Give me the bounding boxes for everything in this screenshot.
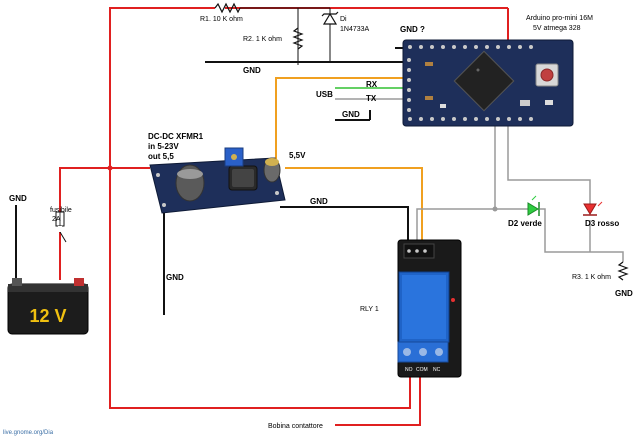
wire-orange-relay — [285, 167, 423, 245]
gnd-relay-label: GND — [310, 197, 328, 206]
wire-orange-vcc — [275, 77, 405, 162]
wire-gray-d2 — [494, 125, 528, 210]
battery-terminal-neg — [12, 278, 22, 286]
d3-label: D3 rosso — [585, 219, 619, 228]
junction-gray — [492, 206, 498, 212]
wire-red-battery — [59, 167, 150, 280]
relay-label: RLY 1 — [360, 306, 379, 313]
battery-voltage: 12 V — [29, 306, 66, 326]
wire-gray-d3 — [507, 125, 591, 204]
relay-header — [403, 243, 435, 259]
fuse-label-line2: 2A — [52, 216, 61, 223]
dia-watermark[interactable]: live.gnome.org/Dia — [3, 430, 54, 436]
r2-label: R2. 1 K ohm — [243, 36, 282, 43]
gnd-unknown-label: GND ? — [400, 25, 425, 34]
arduino-pro-mini — [402, 39, 574, 127]
wire-gray-led-common — [540, 208, 624, 262]
atmega-chip — [453, 50, 515, 112]
arduino-left-pins — [407, 58, 411, 112]
diode-part: 1N4733A — [340, 26, 370, 33]
d2-label: D2 verde — [508, 219, 542, 228]
out-voltage-label: 5,5V — [289, 151, 306, 160]
gnd-battery-label: GND — [9, 194, 27, 203]
r1-label: R1. 10 K ohm — [200, 16, 243, 23]
arduino-bottom-pins — [408, 117, 533, 121]
wire-gray-relay — [416, 208, 495, 245]
fuse — [55, 211, 67, 243]
dcdc-label-line3: out 5,5 — [148, 152, 174, 161]
relay-pin-nc: NC — [433, 367, 441, 373]
rx-label: RX — [366, 80, 378, 89]
relay-pin-com: COM — [416, 367, 428, 373]
reset-button — [535, 63, 559, 87]
fuse-label-line1: fusibile — [50, 207, 72, 214]
arduino-title-line1: Arduino pro-mini 16M — [526, 15, 593, 22]
resistor-r3 — [617, 261, 629, 281]
dcdc-label-line1: DC-DC XFMR1 — [148, 132, 204, 141]
wire-gnd-relay — [280, 206, 409, 245]
resistor-r2: R2. 1 K ohm — [243, 27, 304, 50]
led-d3-red — [583, 201, 603, 216]
gnd-usb-label: GND — [342, 110, 360, 119]
wire-red-coil — [335, 372, 421, 426]
relay-pin-no: NO — [405, 367, 413, 373]
zener-diode: Di 1N4733A — [321, 11, 370, 33]
dcdc-label-line2: in 5-23V — [148, 142, 179, 151]
wire-red-bottom — [109, 168, 411, 409]
dc-dc-converter — [149, 147, 286, 214]
battery-12v: 12 V — [7, 278, 89, 335]
gnd-dcdc-label: GND — [166, 273, 184, 282]
resistor-r1: R1. 10 K ohm — [200, 2, 243, 23]
gnd-r3-label: GND — [615, 289, 633, 298]
tx-label: TX — [366, 94, 377, 103]
r3-label: R3. 1 K ohm — [572, 274, 611, 281]
gnd-top-label: GND — [243, 66, 261, 75]
usb-label: USB — [316, 90, 333, 99]
arduino-top-pins — [408, 45, 533, 49]
relay-module: NO COM NC — [397, 239, 462, 378]
wire-red-main — [109, 7, 215, 168]
led-d2-green — [527, 195, 540, 216]
bobina-label: Bobina contattore — [268, 423, 323, 430]
battery-terminal-pos — [74, 278, 84, 286]
diode-name: Di — [340, 16, 347, 23]
arduino-title-line2: 5V atmega 328 — [533, 25, 581, 32]
